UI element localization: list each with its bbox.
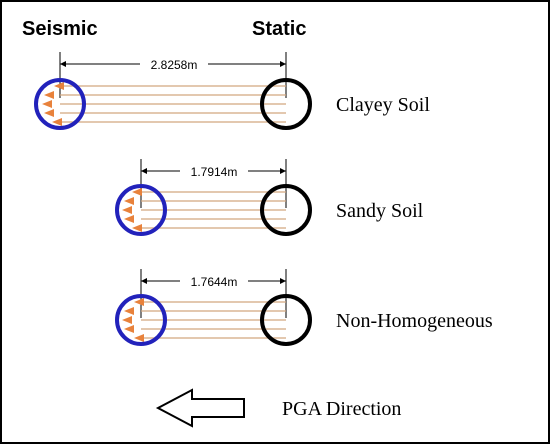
case-label: Clayey Soil [336, 94, 430, 116]
pga-label: PGA Direction [282, 398, 401, 420]
seismic-pile-ring [115, 294, 167, 346]
static-pile-ring [260, 78, 312, 130]
case-sandy-soil: 1.7914m Sandy Soil [115, 159, 424, 236]
static-pile-ring [260, 184, 312, 236]
case-clayey-soil: 2.8258m Clayey Soil [34, 52, 430, 130]
connector-lines [60, 85, 286, 123]
dimension-arrow-right [280, 278, 286, 284]
displacement-arrows [122, 188, 142, 232]
seismic-header: Seismic [22, 18, 98, 40]
seismic-pile-ring [115, 184, 167, 236]
distance-label: 2.8258m [151, 58, 198, 72]
static-header: Static [252, 18, 306, 40]
case-label: Sandy Soil [336, 200, 424, 222]
dimension-arrow-left [141, 278, 147, 284]
dimension-arrow-right [280, 168, 286, 174]
pga-direction: PGA Direction [155, 388, 401, 428]
distance-label: 1.7914m [191, 165, 238, 179]
left-arrow-outline-icon [155, 388, 245, 428]
distance-label: 1.7644m [191, 275, 238, 289]
seismic-pile-ring [34, 78, 86, 130]
case-non-homogeneous: 1.7644m Non-Homogeneous [115, 269, 493, 346]
displacement-arrows [42, 82, 64, 126]
dimension-arrow-right [280, 61, 286, 67]
dimension-arrow-left [60, 61, 66, 67]
displacement-arrows [122, 298, 144, 342]
case-label: Non-Homogeneous [336, 310, 493, 332]
dimension-arrow-left [141, 168, 147, 174]
static-pile-ring [260, 294, 312, 346]
